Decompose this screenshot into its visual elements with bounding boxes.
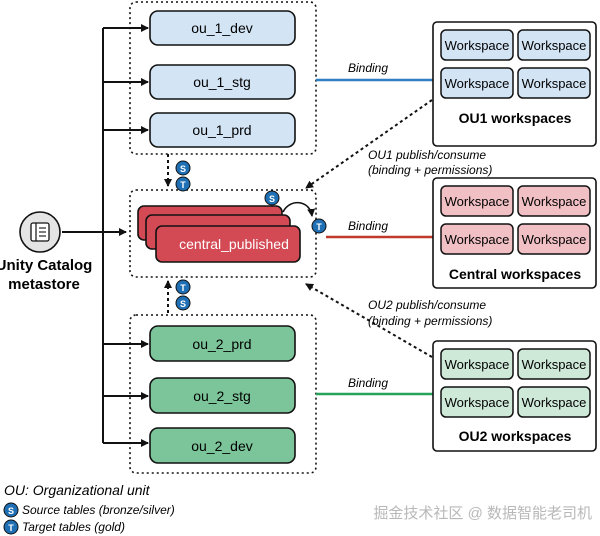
source-badge-icon: S — [264, 190, 280, 206]
catalog-ou-1-prd[interactable]: ou_1_prd — [149, 112, 296, 148]
svg-text:(binding + permissions): (binding + permissions) — [368, 163, 492, 177]
legend-target: Target tables (gold) — [22, 520, 125, 534]
metastore-label-line1: Unity Catalog — [0, 257, 92, 274]
ou1-catalog-group — [129, 1, 317, 155]
catalog-label: ou_2_prd — [192, 336, 251, 352]
metastore-label-line2: metastore — [8, 276, 80, 293]
workspace-tile[interactable]: Workspace — [440, 348, 514, 380]
target-badge-icon: T — [311, 218, 327, 234]
workspace-group-title: Central workspaces — [449, 266, 581, 282]
svg-text:(binding + permissions): (binding + permissions) — [368, 314, 492, 328]
workspace-tile[interactable]: Workspace — [517, 223, 591, 255]
svg-text:OU2 publish/consume: OU2 publish/consume — [368, 298, 486, 312]
workspace-tile[interactable]: Workspace — [517, 386, 591, 418]
svg-text:S: S — [8, 506, 14, 516]
svg-text:S: S — [180, 164, 186, 174]
catalog-ou-2-dev[interactable]: ou_2_dev — [149, 427, 296, 464]
svg-text:Workspace: Workspace — [445, 76, 510, 91]
central-catalog-group — [129, 189, 317, 278]
catalog-central-published[interactable]: central_published — [137, 205, 301, 263]
catalog-label: central_published — [179, 236, 289, 252]
workspace-tile[interactable]: Workspace — [440, 67, 514, 99]
catalog-label: ou_1_prd — [192, 122, 251, 138]
svg-text:OU1 publish/consume: OU1 publish/consume — [368, 148, 486, 162]
svg-text:S: S — [269, 194, 275, 204]
legend: OU: Organizational unit S Source tables … — [3, 482, 175, 535]
svg-text:Workspace: Workspace — [445, 357, 510, 372]
svg-text:Workspace: Workspace — [522, 38, 587, 53]
workspace-group-title: OU1 workspaces — [459, 110, 572, 126]
legend-title: OU: Organizational unit — [4, 482, 151, 498]
workspace-tile[interactable]: Workspace — [440, 223, 514, 255]
catalog-label: ou_2_dev — [191, 438, 253, 454]
svg-text:T: T — [316, 222, 322, 232]
watermark: 掘金技术社区 @ 数据智能老司机 — [373, 504, 592, 522]
legend-source: Source tables (bronze/silver) — [22, 503, 175, 517]
ou2-publish-consume: OU2 publish/consume (binding + permissio… — [305, 283, 492, 358]
catalog-ou-2-prd[interactable]: ou_2_prd — [149, 325, 296, 362]
svg-text:Workspace: Workspace — [522, 357, 587, 372]
refresh-arrow-icon — [282, 201, 316, 217]
svg-text:Workspace: Workspace — [445, 194, 510, 209]
binding-central: Binding — [326, 219, 433, 239]
svg-text:T: T — [180, 180, 186, 190]
svg-text:Binding: Binding — [348, 61, 388, 75]
metastore-icon — [19, 211, 61, 253]
ou1-to-central-flow: S T — [164, 154, 191, 192]
svg-text:Workspace: Workspace — [522, 194, 587, 209]
workspace-tile[interactable]: Workspace — [517, 67, 591, 99]
svg-text:S: S — [180, 299, 186, 309]
svg-text:Workspace: Workspace — [522, 76, 587, 91]
ou2-workspaces-group: Workspace Workspace Workspace Workspace … — [432, 340, 597, 452]
workspace-tile[interactable]: Workspace — [517, 348, 591, 380]
svg-text:Workspace: Workspace — [445, 38, 510, 53]
workspace-tile[interactable]: Workspace — [517, 185, 591, 217]
svg-text:Binding: Binding — [348, 376, 388, 390]
source-badge-icon — [3, 502, 19, 518]
metastore-connectors — [62, 24, 149, 447]
catalog-label: ou_1_stg — [193, 74, 251, 90]
central-workspaces-group: Workspace Workspace Workspace Workspace … — [432, 177, 597, 289]
svg-text:Workspace: Workspace — [445, 395, 510, 410]
workspace-tile[interactable]: Workspace — [440, 185, 514, 217]
svg-text:Workspace: Workspace — [445, 232, 510, 247]
catalog-label: ou_1_dev — [191, 20, 253, 36]
workspace-group-title: OU2 workspaces — [459, 428, 572, 444]
binding-ou1: Binding — [316, 61, 433, 82]
target-badge-icon — [3, 519, 19, 535]
svg-text:Workspace: Workspace — [522, 395, 587, 410]
svg-text:T: T — [180, 283, 186, 293]
workspace-tile[interactable]: Workspace — [517, 29, 591, 61]
svg-text:T: T — [8, 523, 14, 533]
ou1-publish-consume: OU1 publish/consume (binding + permissio… — [305, 99, 492, 189]
svg-text:Workspace: Workspace — [522, 232, 587, 247]
catalog-label: ou_2_stg — [193, 388, 251, 404]
workspace-tile[interactable]: Workspace — [440, 29, 514, 61]
svg-text:Binding: Binding — [348, 219, 388, 233]
binding-ou2: Binding — [316, 376, 433, 396]
catalog-ou-2-stg[interactable]: ou_2_stg — [149, 377, 296, 414]
catalog-ou-1-stg[interactable]: ou_1_stg — [149, 64, 296, 100]
catalog-ou-1-dev[interactable]: ou_1_dev — [149, 10, 296, 46]
ou1-workspaces-group: Workspace Workspace Workspace Workspace … — [432, 21, 597, 147]
workspace-tile[interactable]: Workspace — [440, 386, 514, 418]
ou2-to-central-flow: T S — [164, 279, 191, 313]
